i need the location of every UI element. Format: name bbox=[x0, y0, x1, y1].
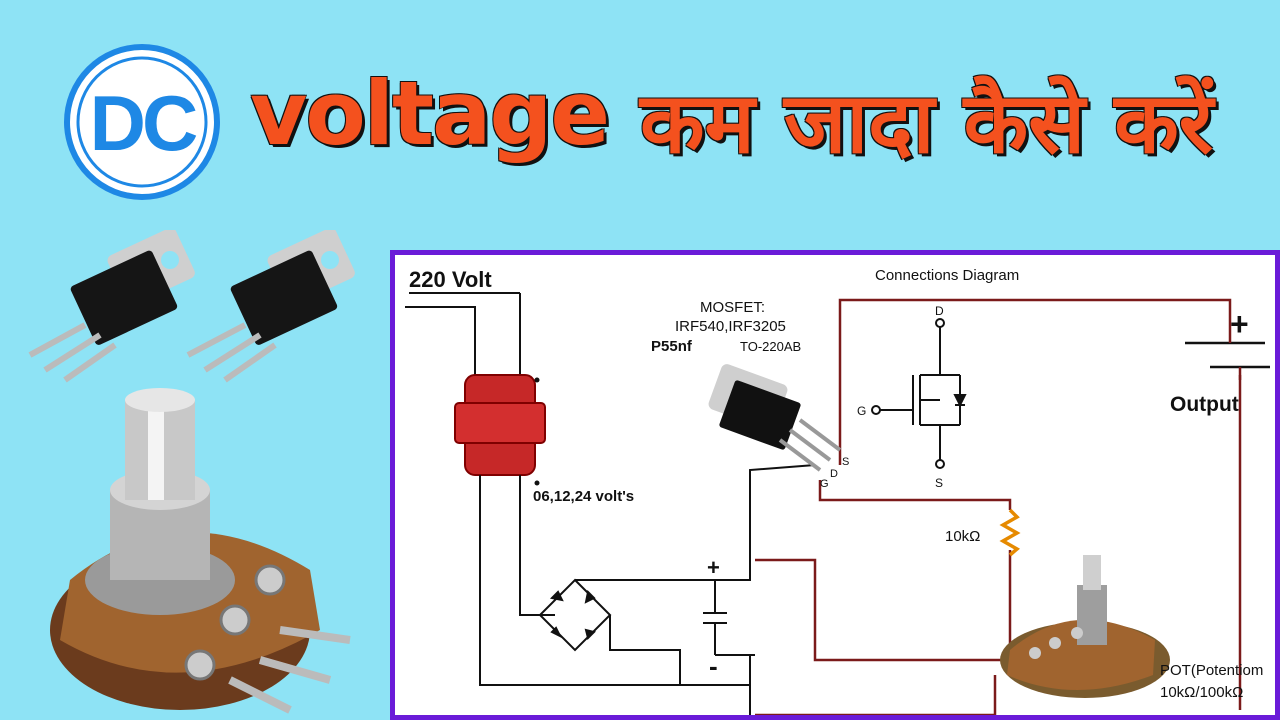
control-wires bbox=[755, 298, 1242, 715]
symbol-d-label: D bbox=[935, 304, 944, 318]
pin-g-label: G bbox=[820, 478, 829, 490]
transformer-symbol bbox=[454, 374, 546, 486]
mosfet-heading: MOSFET: bbox=[700, 299, 765, 316]
mosfet-package: TO-220AB bbox=[740, 339, 801, 354]
title-hindi: कम जादा कैसे करें bbox=[640, 74, 1214, 172]
regulator-chips-image bbox=[28, 230, 355, 383]
potentiometer-image bbox=[50, 388, 351, 714]
input-voltage-label: 220 Volt bbox=[409, 267, 492, 292]
ac-input-wires bbox=[405, 293, 521, 375]
mosfet-part-number: P55nf bbox=[651, 338, 693, 355]
symbol-g-label: G bbox=[857, 404, 866, 418]
bridge-rectifier-symbol bbox=[538, 578, 715, 685]
output-terminal-symbol bbox=[1185, 330, 1270, 380]
regulator-chip-2 bbox=[186, 230, 355, 383]
secondary-wires bbox=[479, 475, 750, 686]
title-english: voltage bbox=[250, 62, 610, 165]
dc-logo-text: DC bbox=[90, 79, 197, 167]
minus-terminal-label: - bbox=[709, 651, 718, 681]
pot-label-line2: 10kΩ/100kΩ bbox=[1160, 684, 1243, 701]
pin-d-label: D bbox=[830, 468, 838, 480]
symbol-s-label: S bbox=[935, 476, 943, 490]
resistor-symbol bbox=[999, 508, 1021, 557]
mosfet-models: IRF540,IRF3205 bbox=[675, 318, 786, 335]
dc-logo-icon: DC bbox=[64, 44, 220, 200]
output-label: Output bbox=[1170, 393, 1239, 416]
circuit-diagram-panel: Connections Diagram 220 Volt 06,12,24 vo… bbox=[390, 250, 1280, 720]
regulator-chip-1 bbox=[28, 230, 195, 383]
diagram-potentiometer-image bbox=[1000, 555, 1170, 698]
plus-terminal-label: + bbox=[707, 555, 720, 580]
mosfet-chip bbox=[708, 364, 842, 472]
filter-capacitor bbox=[703, 464, 816, 715]
circuit-diagram: Connections Diagram 220 Volt 06,12,24 vo… bbox=[405, 267, 1270, 715]
mosfet-schematic-symbol bbox=[871, 318, 967, 469]
output-plus-label: + bbox=[1230, 306, 1249, 342]
pin-s-label: S bbox=[842, 456, 849, 468]
pot-label-line1: POT(Potentiom bbox=[1160, 662, 1263, 679]
resistor-label: 10kΩ bbox=[945, 528, 980, 545]
transformer-output-label: 06,12,24 volt's bbox=[533, 488, 634, 505]
diagram-heading: Connections Diagram bbox=[875, 267, 1019, 284]
